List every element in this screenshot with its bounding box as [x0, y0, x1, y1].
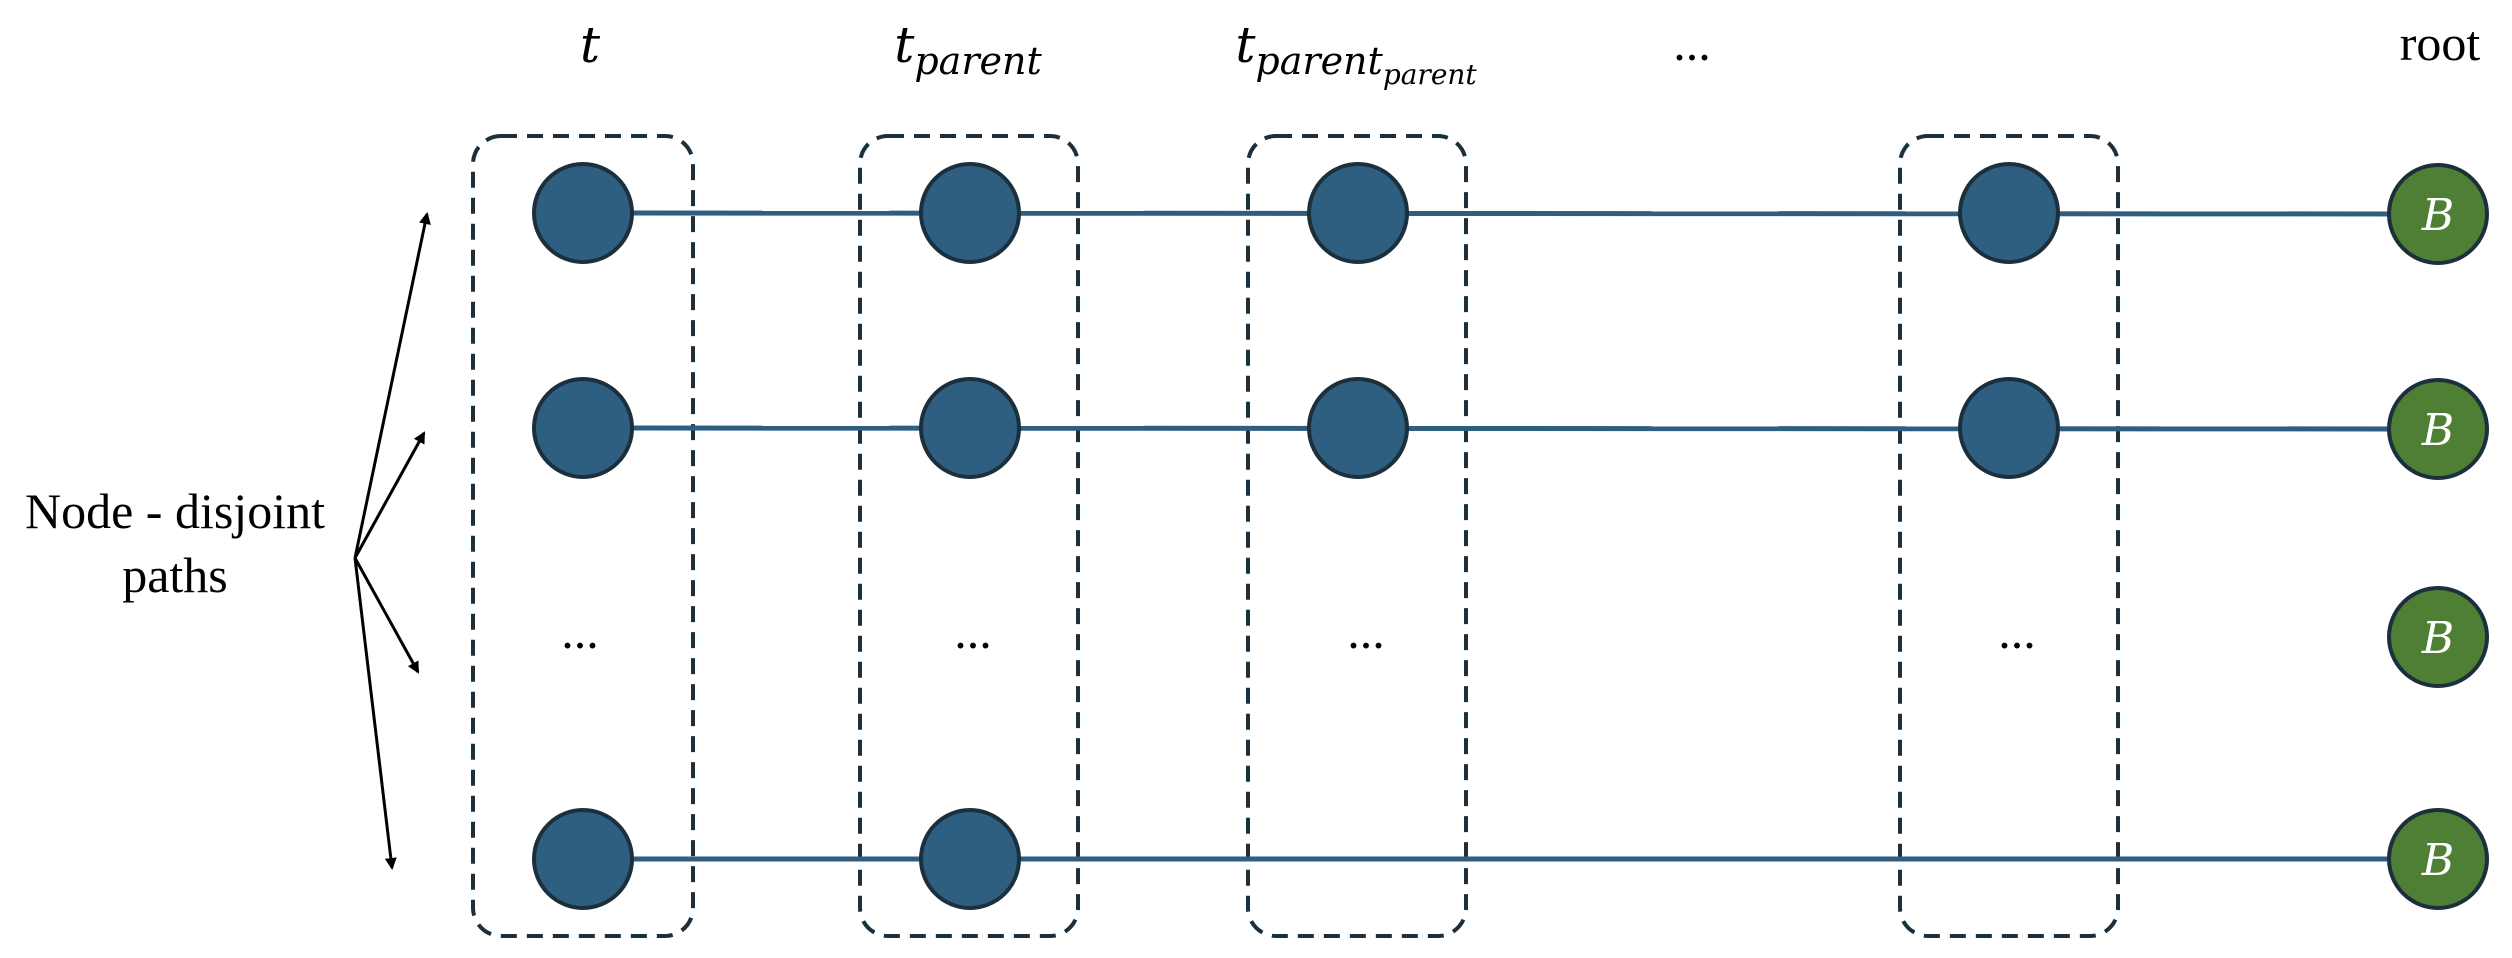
arrow-to-row-4 [353, 557, 397, 870]
side-label-line-1: Node - disjoint [25, 483, 325, 539]
root-node [2387, 163, 2489, 265]
group-box-t-parent [858, 134, 1080, 938]
path-node [532, 808, 634, 910]
root-node [2387, 378, 2489, 480]
path-node [1307, 162, 1409, 264]
column-label-t-base: t [580, 16, 601, 74]
group-box-pre-root [1898, 134, 2120, 938]
column-label-t-parent-parent-base: t [1235, 16, 1256, 74]
column-label-t-parent: tparent [894, 16, 1042, 83]
root-node [2387, 808, 2489, 910]
root-node-label: B [2421, 190, 2454, 241]
column-label-root: root [2400, 15, 2481, 71]
path-node [532, 162, 634, 264]
row-ellipsis: ... [561, 603, 599, 659]
path-node [919, 377, 1021, 479]
column-label-t-parent-sub: parent [914, 39, 1042, 83]
path-node [1958, 162, 2060, 264]
path-edge-row-1 [582, 210, 2434, 217]
path-node [919, 808, 1021, 910]
root-node-label: B [2421, 405, 2454, 456]
column-label-t-parent-parent-sub: parent [1255, 39, 1383, 83]
row-ellipsis: ... [1347, 603, 1385, 659]
side-label-line-2: paths [122, 547, 228, 603]
path-node [1958, 377, 2060, 479]
column-label-ellipsis: ... [1673, 15, 1711, 71]
path-edge-row-2 [582, 425, 2434, 432]
path-node [1307, 377, 1409, 479]
arrow-to-row-1 [353, 212, 431, 559]
root-node-label: B [2421, 835, 2454, 886]
column-label-t-parent-parent-subsub: parent [1383, 58, 1478, 91]
row-ellipsis: ... [1998, 603, 2036, 659]
column-label-t-parent-base: t [894, 16, 915, 74]
group-box-t-parent-parent [1246, 134, 1468, 938]
group-box-t [471, 134, 695, 938]
column-label-t: t [580, 16, 601, 74]
root-node-label: B [2421, 613, 2454, 664]
arrow-to-row-2 [353, 431, 426, 559]
path-node [919, 162, 1021, 264]
column-label-t-parent-parent: tparentparent [1235, 16, 1477, 91]
row-ellipsis: ... [954, 603, 992, 659]
arrow-to-row-3 [353, 557, 420, 674]
root-node [2387, 586, 2489, 688]
path-node [532, 377, 634, 479]
